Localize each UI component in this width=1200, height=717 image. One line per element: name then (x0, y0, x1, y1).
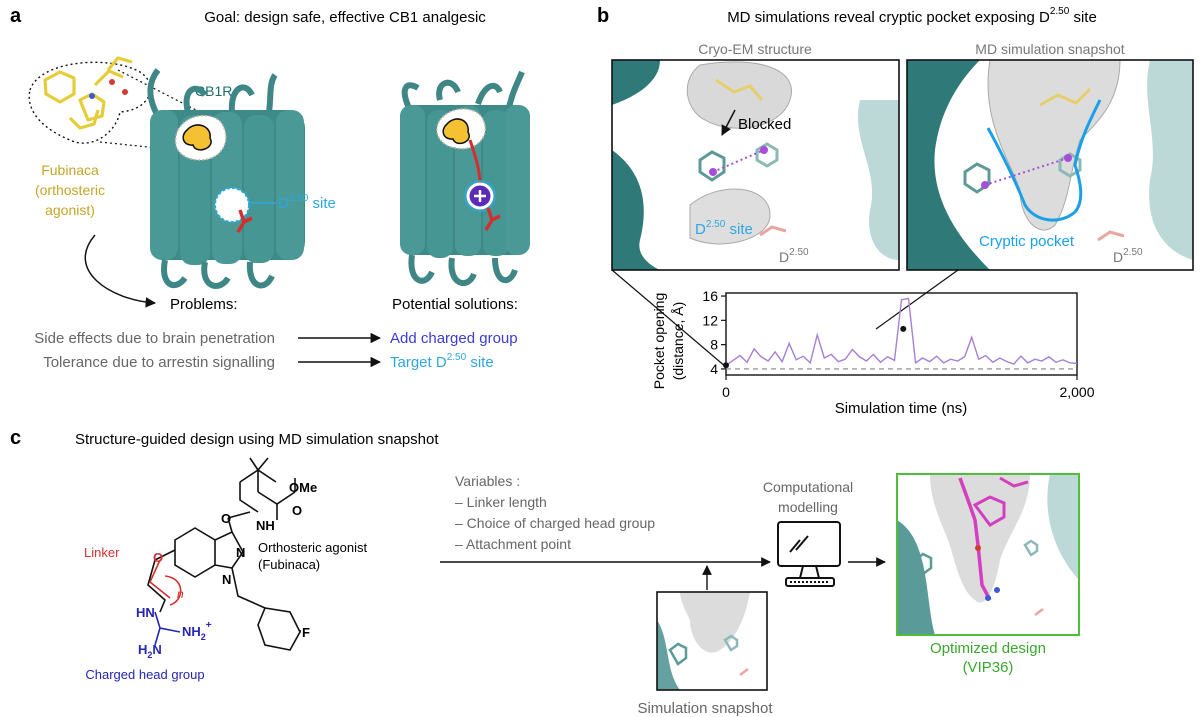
chem-carbonyl-o: O (221, 511, 231, 526)
residue-label-left: D2.50 (779, 247, 809, 265)
chem-ome: OMe (289, 480, 317, 495)
snapshot-label: Simulation snapshot (637, 700, 773, 717)
connector-to-md-snapshot (875, 269, 959, 330)
chart-marker-point (900, 325, 907, 332)
agonist-label-line2: (Fubinaca) (258, 557, 320, 572)
chart-plot-area (725, 292, 1078, 376)
pocket-opening-chart: 4 8 12 16 0 2,000 Pocket opening (distance, … (651, 288, 1095, 417)
variable-3: – Attachment point (455, 536, 571, 552)
modelling-label-line1: Computational (763, 479, 853, 495)
chem-nh2: NH2+ (182, 620, 212, 642)
panel-b-title: MD simulations reveal cryptic pocket exp… (727, 6, 1097, 26)
linker-chain (149, 559, 182, 606)
md-snapshot-frame (906, 59, 1194, 271)
x-axis-ticks: 0 2,000 (722, 375, 1095, 400)
x-tick-label: 0 (722, 384, 730, 400)
problems-heading: Problems: (170, 296, 238, 313)
blocked-arrow (721, 109, 736, 136)
chem-ester-o: O (292, 503, 302, 518)
cb1-receptor-illustration (147, 68, 305, 289)
vip36-chemical-structure (147, 457, 301, 651)
panel-b-label: b (597, 5, 609, 27)
blocked-label: Blocked (738, 116, 791, 133)
y-tick-label: 12 (702, 312, 718, 328)
panel-a-label: a (10, 5, 22, 27)
chart-ylabel-line1: Pocket opening (651, 293, 667, 390)
panel-c-title: Structure-guided design using MD simulat… (75, 431, 439, 448)
problem-2: Tolerance due to arrestin signalling (43, 354, 275, 371)
chem-hn: HN (136, 605, 155, 620)
series-line (725, 297, 1078, 366)
md-snapshot-image (907, 60, 1193, 270)
optimized-label-line2: (VIP36) (963, 659, 1014, 676)
chem-nh: NH (256, 518, 275, 533)
solutions-heading: Potential solutions: (392, 296, 518, 313)
solution-1: Add charged group (390, 330, 518, 347)
snapshot-frame (656, 591, 768, 691)
linker-label: Linker (84, 545, 120, 560)
y-tick-label: 16 (702, 288, 718, 304)
chem-linker-o: O (153, 550, 163, 565)
y-tick-label: 8 (710, 337, 718, 353)
variable-1: – Linker length (455, 494, 547, 510)
solution-2: Target D2.50 site (390, 352, 494, 371)
modified-receptor-illustration (400, 70, 530, 286)
chem-f: F (302, 625, 310, 640)
site-label-b: D2.50 site (695, 219, 753, 238)
chart-series-group (725, 297, 1078, 366)
variables-heading: Variables : (455, 473, 520, 489)
computer-icon (777, 521, 841, 587)
site-label-a: D2.50 site (278, 193, 336, 212)
chart-xlabel: Simulation time (ns) (835, 400, 968, 417)
optimized-design-image (897, 474, 1079, 635)
cryo-em-frame (611, 59, 900, 271)
cryptic-pocket-label: Cryptic pocket (979, 233, 1075, 250)
chart-marker-point (723, 362, 729, 369)
connector-to-cryo-em (611, 269, 727, 368)
chem-n2: N (236, 545, 245, 560)
y-axis-ticks: 4 8 12 16 (702, 288, 726, 377)
variable-2: – Choice of charged head group (455, 515, 655, 531)
optimized-label-line1: Optimized design (930, 640, 1046, 657)
ligand-name: Fubinaca (41, 162, 99, 178)
chem-n-subscript: n (177, 587, 184, 601)
ligand-role-line2: agonist) (45, 202, 95, 218)
charged-head-group (154, 611, 181, 646)
modelling-label-line2: modelling (778, 499, 838, 515)
simulation-snapshot-thumbnail (657, 592, 767, 690)
ligand-role-line1: (orthosteric (35, 182, 105, 198)
residue-label-right: D2.50 (1113, 247, 1143, 265)
y-tick-label: 4 (710, 361, 718, 377)
panel-a-title: Goal: design safe, effective CB1 analges… (204, 9, 486, 26)
chart-markers-group (723, 325, 907, 369)
cryo-em-title: Cryo-EM structure (698, 41, 812, 57)
fubinaca-ligand-structure (28, 56, 152, 144)
optimized-frame (896, 473, 1080, 636)
head-group-label: Charged head group (85, 667, 204, 682)
cryo-em-structure-image (612, 60, 899, 270)
x-tick-label: 2,000 (1059, 384, 1094, 400)
chem-h2n: H2N (138, 642, 162, 660)
agonist-label-line1: Orthosteric agonist (258, 540, 367, 555)
chem-n1: N (222, 572, 231, 587)
problems-arrow (84, 234, 157, 308)
problem-1: Side effects due to brain penetration (34, 330, 275, 347)
chart-ylabel-line2: (distance, Å) (670, 302, 686, 381)
panel-c-label: c (10, 427, 21, 449)
md-snapshot-title: MD simulation snapshot (975, 41, 1125, 57)
